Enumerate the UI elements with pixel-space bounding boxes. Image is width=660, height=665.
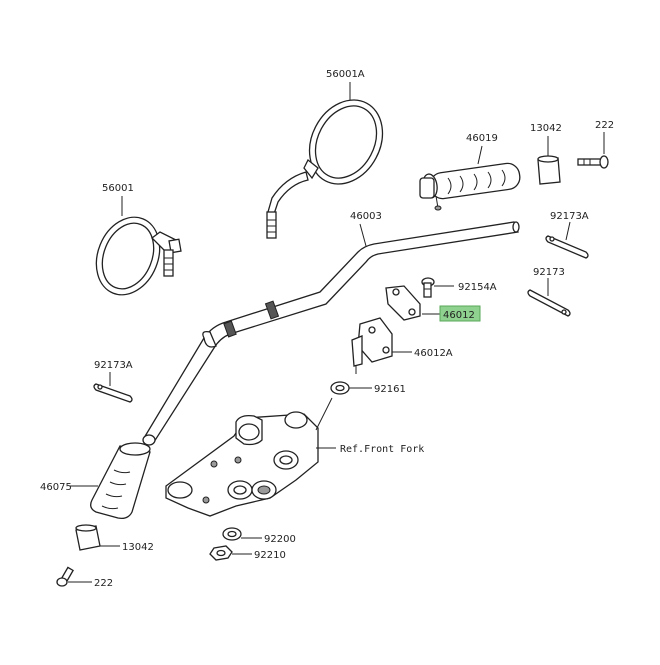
label-13042-right[interactable]: 13042: [530, 123, 562, 134]
label-92200[interactable]: 92200: [264, 534, 296, 545]
label-46003[interactable]: 46003: [350, 211, 382, 222]
label-92173a-right[interactable]: 92173A: [550, 211, 589, 222]
nut-92210[interactable]: [209, 545, 233, 561]
handlebar[interactable]: [142, 221, 520, 446]
weight-right[interactable]: [537, 155, 561, 185]
washer-92161[interactable]: [330, 381, 350, 395]
label-92161[interactable]: 92161: [374, 384, 406, 395]
band-left[interactable]: [93, 383, 133, 403]
triple-clamp[interactable]: [165, 411, 319, 517]
screw-left[interactable]: [56, 566, 74, 587]
label-46012[interactable]: 46012: [443, 310, 475, 321]
label-56001[interactable]: 56001: [102, 183, 134, 194]
holder-lower[interactable]: [351, 317, 393, 374]
mirror-right[interactable]: [266, 87, 397, 239]
bolt-92154a[interactable]: [421, 277, 435, 298]
label-92173a-left[interactable]: 92173A: [94, 360, 133, 371]
leader-lines: [68, 82, 605, 583]
label-92173-right[interactable]: 92173: [533, 267, 565, 278]
weight-left[interactable]: [75, 524, 101, 551]
label-92210[interactable]: 92210: [254, 550, 286, 561]
label-46019[interactable]: 46019: [466, 133, 498, 144]
label-222-left[interactable]: 222: [94, 578, 113, 589]
label-13042-left[interactable]: 13042: [122, 542, 154, 553]
label-92154a[interactable]: 92154A: [458, 282, 497, 293]
band-right-a[interactable]: [545, 235, 589, 259]
label-ref-front-fork[interactable]: Ref.Front Fork: [340, 444, 424, 455]
label-46012a[interactable]: 46012A: [414, 348, 453, 359]
label-56001a[interactable]: 56001A: [326, 69, 365, 80]
screw-right[interactable]: [577, 155, 609, 169]
washer-92200[interactable]: [222, 527, 242, 541]
grip-left[interactable]: [90, 442, 151, 520]
grip-right[interactable]: [419, 162, 521, 211]
highlight-46012: [439, 305, 481, 322]
label-222-right[interactable]: 222: [595, 120, 614, 131]
holder-upper[interactable]: [385, 285, 421, 321]
label-46075[interactable]: 46075: [40, 482, 72, 493]
band-right-b[interactable]: [527, 289, 571, 317]
mirror-left[interactable]: [85, 208, 182, 305]
